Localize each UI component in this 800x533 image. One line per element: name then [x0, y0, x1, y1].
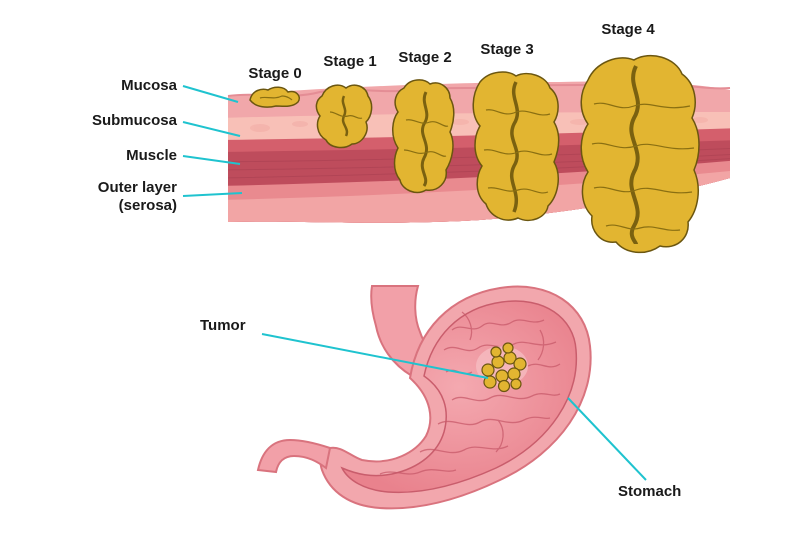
tumor-stage-0 [249, 86, 300, 108]
label-muscle: Muscle [126, 147, 177, 164]
stage-0-label: Stage 0 [248, 65, 301, 82]
tumor-stage-1 [315, 84, 373, 149]
label-outer-layer: Outer layer [98, 179, 177, 196]
muscle-leader [182, 155, 241, 165]
serosa-leader [182, 192, 243, 197]
label-stomach: Stomach [618, 483, 681, 500]
tumor-stage-3 [472, 71, 560, 222]
label-submucosa: Submucosa [92, 112, 178, 129]
stomach-leader-lines [261, 333, 647, 481]
stage-3-label: Stage 3 [480, 41, 533, 58]
stage-tumors [249, 54, 700, 254]
duodenum [256, 438, 332, 474]
label-mucosa: Mucosa [121, 77, 178, 94]
tumor-leader [261, 333, 489, 379]
stomach-lining [340, 300, 578, 494]
submucosa-leader [182, 121, 241, 137]
stomach [256, 285, 592, 510]
mucosa-leader [182, 85, 239, 103]
label-tumor: Tumor [200, 317, 246, 334]
stage-4-label: Stage 4 [601, 21, 655, 38]
stage-2-label: Stage 2 [398, 49, 451, 66]
tumor-stage-2 [392, 79, 455, 194]
tumor-stage-4 [580, 54, 700, 254]
stage-1-label: Stage 1 [323, 53, 376, 70]
layer-leader-lines [182, 85, 243, 197]
stomach-leader [567, 397, 647, 481]
label-serosa: (serosa) [119, 197, 177, 214]
stomach-tumor [476, 342, 528, 393]
